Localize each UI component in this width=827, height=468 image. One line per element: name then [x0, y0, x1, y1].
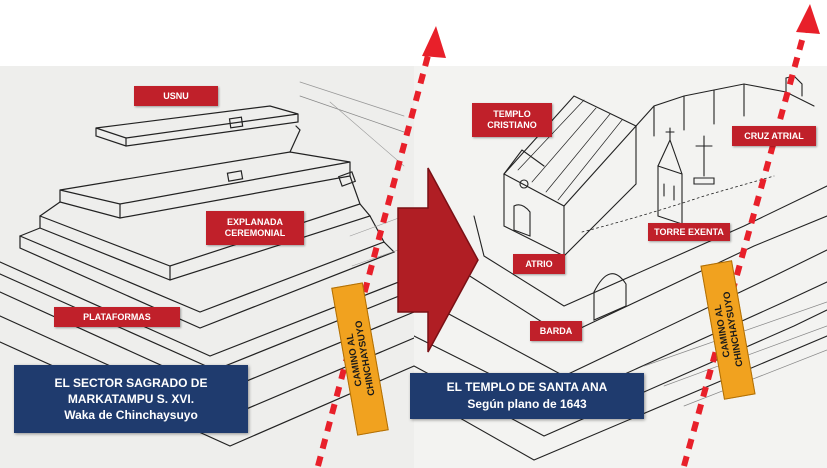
caption-right: EL TEMPLO DE SANTA ANA Según plano de 16… [410, 373, 644, 419]
caption-right-line1: EL TEMPLO DE SANTA ANA [410, 379, 644, 396]
label-cruz-atrial: CRUZ ATRIAL [732, 126, 816, 146]
label-templo-cristiano: TEMPLO CRISTIANO [472, 103, 552, 137]
caption-left-line1: EL SECTOR SAGRADO DE [14, 375, 248, 391]
caption-left-line3: Waka de Chinchaysuyo [14, 407, 248, 423]
label-torre-exenta: TORRE EXENTA [648, 223, 730, 241]
label-atrio: ATRIO [513, 254, 565, 274]
caption-right-line2: Según plano de 1643 [410, 396, 644, 413]
label-plataformas: PLATAFORMAS [54, 307, 180, 327]
caption-left-line2: MARKATAMPU S. XVI. [14, 391, 248, 407]
caption-left: EL SECTOR SAGRADO DE MARKATAMPU S. XVI. … [14, 365, 248, 433]
label-barda: BARDA [530, 321, 582, 341]
label-usnu: USNU [134, 86, 218, 106]
label-explanada-ceremonial: EXPLANADA CEREMONIAL [206, 211, 304, 245]
